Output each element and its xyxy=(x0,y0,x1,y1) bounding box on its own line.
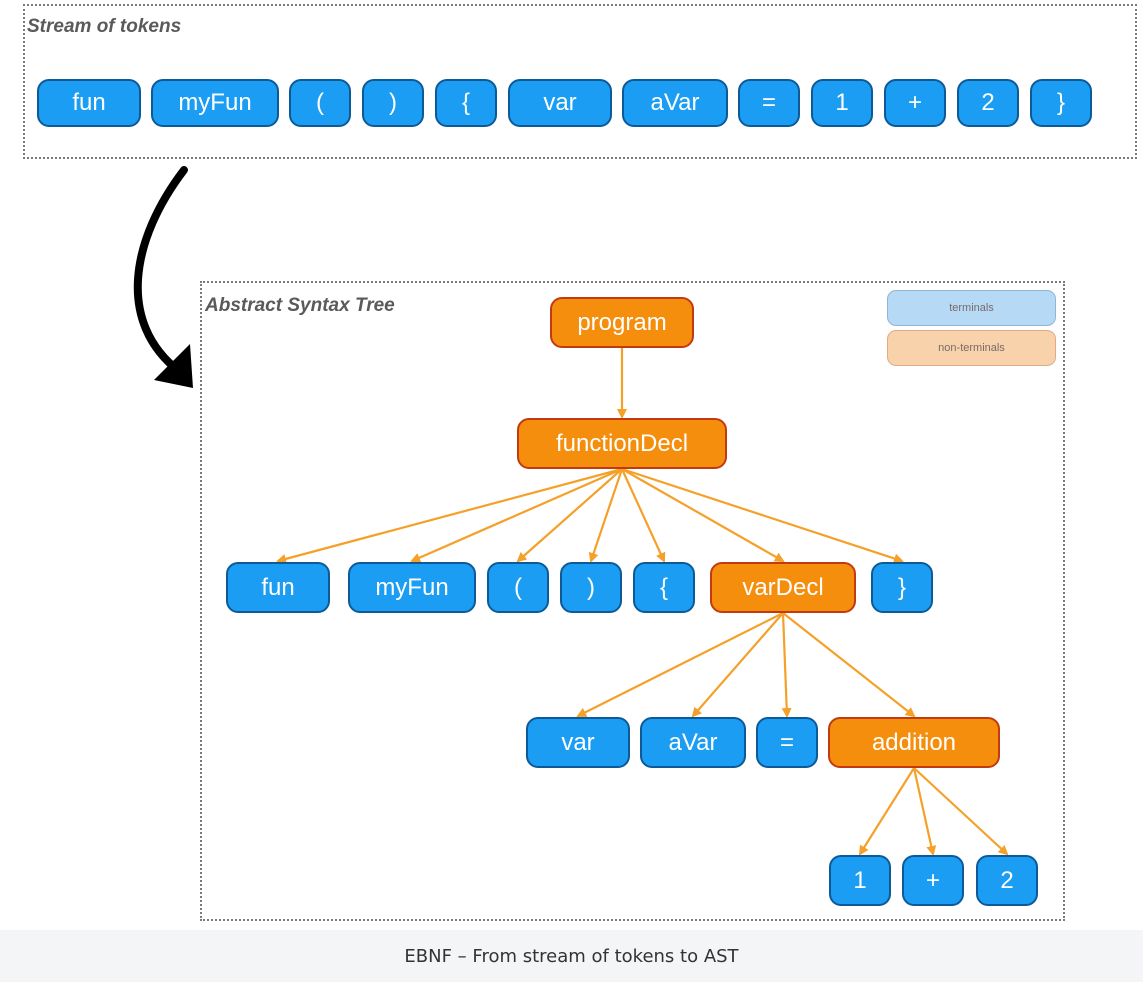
stream-token: 2 xyxy=(957,79,1019,127)
stream-token: { xyxy=(435,79,497,127)
node-var: var xyxy=(526,717,630,768)
node-varDecl: varDecl xyxy=(710,562,856,613)
ast-edges xyxy=(133,166,1009,856)
stream-token: var xyxy=(508,79,612,127)
tree-edge xyxy=(576,612,784,717)
node-rbrace: } xyxy=(871,562,933,613)
tree-edge xyxy=(588,468,624,563)
stream-token: ( xyxy=(289,79,351,127)
stream-token: 1 xyxy=(811,79,873,127)
node-addition: addition xyxy=(828,717,1000,768)
curved-arrow-icon xyxy=(133,166,193,388)
ast-title: Abstract Syntax Tree xyxy=(205,295,395,316)
node-program: program xyxy=(550,297,694,348)
tree-edge xyxy=(620,468,666,563)
stream-token: } xyxy=(1030,79,1092,127)
tree-edge xyxy=(781,612,792,718)
tree-edge xyxy=(621,467,904,564)
stream-token: ) xyxy=(362,79,424,127)
stream-token: = xyxy=(738,79,800,127)
node-fun: fun xyxy=(226,562,330,613)
diagram-canvas: Stream of tokens fun myFun ( ) { var aVa… xyxy=(0,0,1143,930)
tree-edge xyxy=(516,468,623,563)
stream-token: aVar xyxy=(622,79,728,127)
node-eq: = xyxy=(756,717,818,768)
tree-edge xyxy=(276,467,623,564)
stream-token: + xyxy=(884,79,946,127)
tree-edge xyxy=(621,468,785,562)
node-two: 2 xyxy=(976,855,1038,906)
stream-frame xyxy=(23,4,1137,159)
ast-frame xyxy=(200,281,1065,921)
node-lparen: ( xyxy=(487,562,549,613)
stream-token: fun xyxy=(37,79,141,127)
node-rparen: ) xyxy=(560,562,622,613)
tree-edge xyxy=(858,767,915,856)
node-plus: + xyxy=(902,855,964,906)
tree-edge xyxy=(691,612,784,718)
tree-edge xyxy=(782,612,916,718)
legend-nonterminals: non-terminals xyxy=(887,330,1056,366)
stream-token: myFun xyxy=(151,79,279,127)
node-functionDecl: functionDecl xyxy=(517,418,727,469)
tree-edge xyxy=(913,767,1009,856)
figure-caption: EBNF – From stream of tokens to AST xyxy=(404,945,739,967)
tree-edge xyxy=(912,767,937,856)
node-lbrace: { xyxy=(633,562,695,613)
stream-title: Stream of tokens xyxy=(27,16,182,37)
node-myFun: myFun xyxy=(348,562,476,613)
tree-edge xyxy=(410,467,623,563)
node-one: 1 xyxy=(829,855,891,906)
node-aVar: aVar xyxy=(640,717,746,768)
legend-terminals: terminals xyxy=(887,290,1056,326)
